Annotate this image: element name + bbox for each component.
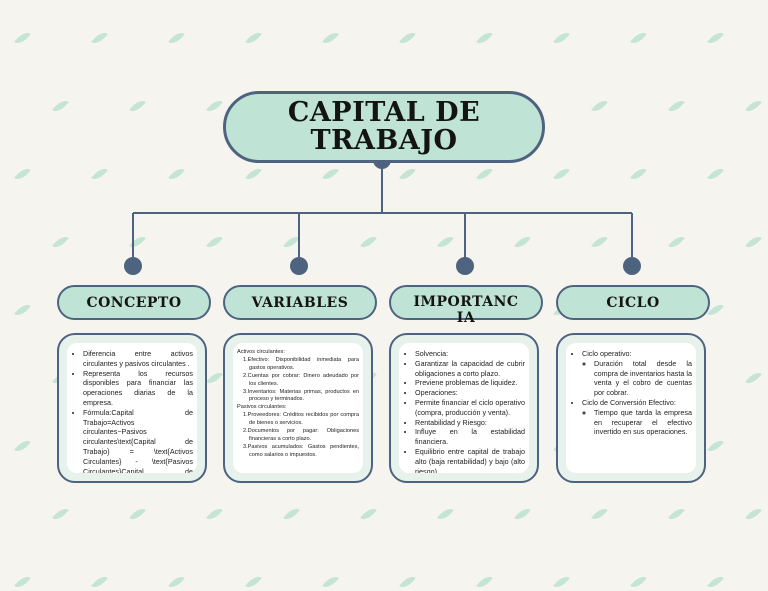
connector-node-importancia (456, 257, 474, 275)
ciclo-subitem: Tiempo que tarda la empresa en recuperar… (594, 408, 692, 437)
variables-item: 2.Cuentas por cobrar: Dinero adeudado po… (243, 372, 359, 387)
ciclo-item: Ciclo operativo: Duración total desde la… (582, 349, 692, 398)
title-node: CAPITAL DE TRABAJO (223, 91, 545, 163)
ciclo-list: Ciclo operativo: Duración total desde la… (570, 349, 692, 437)
panel-variables: Activos circulantes: 1.Efectivo: Disponi… (223, 333, 373, 483)
concepto-bullet: Fórmula:Capital de Trabajo=Activos circu… (83, 408, 193, 473)
header-concepto: CONCEPTO (57, 285, 211, 320)
variables-item: 1.Efectivo: Disponibilidad inmediata par… (243, 356, 359, 371)
ciclo-item-label: Ciclo operativo: (582, 349, 632, 358)
header-ciclo: CICLO (556, 285, 710, 320)
ciclo-subitem: Duración total desde la compra de invent… (594, 359, 692, 398)
panel-variables-content: Activos circulantes: 1.Efectivo: Disponi… (233, 343, 363, 473)
concepto-bullet: Representa los recursos disponibles para… (83, 369, 193, 408)
importancia-bullet: Permite financiar el ciclo operativo (co… (415, 398, 525, 418)
header-importancia-label: IMPORTANCIA (413, 293, 519, 326)
header-concepto-label: CONCEPTO (86, 294, 182, 311)
header-variables-label: VARIABLES (251, 294, 349, 311)
importancia-list: Solvencia: Garantizar la capacidad de cu… (403, 349, 525, 473)
panel-ciclo: Ciclo operativo: Duración total desde la… (556, 333, 706, 483)
panel-concepto: Diferencia entre activos circulantes y p… (57, 333, 207, 483)
concepto-list: Diferencia entre activos circulantes y p… (71, 349, 193, 473)
importancia-bullet: Solvencia: (415, 349, 525, 359)
connector-node-ciclo (623, 257, 641, 275)
connector-node-variables (290, 257, 308, 275)
variables-item: 2.Documentos por pagar: Obligaciones fin… (243, 428, 359, 442)
diagram-title: CAPITAL DE TRABAJO (287, 97, 481, 156)
panel-importancia: Solvencia: Garantizar la capacidad de cu… (389, 333, 539, 483)
variables-item: 3.Inventarios: Materias primas, producto… (243, 388, 359, 403)
importancia-bullet: Previene problemas de liquidez. (415, 378, 525, 388)
importancia-bullet: Influye en la estabilidad financiera. (415, 427, 525, 447)
header-variables: VARIABLES (223, 285, 377, 320)
header-importancia: IMPORTANCIA (389, 285, 543, 326)
importancia-bullet: Operaciones: (415, 388, 525, 398)
variables-group-title: Pasivos circulantes: (237, 404, 287, 411)
variables-item: 3.Pasivos acumulados: Gastos pendientes,… (243, 443, 359, 458)
variables-group-title: Activos circulantes: (237, 349, 285, 355)
panel-concepto-content: Diferencia entre activos circulantes y p… (67, 343, 197, 473)
importancia-bullet: Rentabilidad y Riesgo: (415, 418, 525, 428)
variables-item: 1.Proveedores: Créditos recibidos por co… (243, 412, 359, 427)
connector-lines (124, 151, 641, 275)
ciclo-item-label: Ciclo de Conversión Efectivo: (582, 397, 676, 407)
header-ciclo-label: CICLO (606, 294, 660, 311)
ciclo-item: Ciclo de Conversión Efectivo: Tiempo que… (582, 398, 692, 437)
panel-importancia-content: Solvencia: Garantizar la capacidad de cu… (399, 343, 529, 473)
connector-node-concepto (124, 257, 142, 275)
panel-ciclo-content: Ciclo operativo: Duración total desde la… (566, 343, 696, 473)
concepto-bullet: Diferencia entre activos circulantes y p… (83, 349, 193, 369)
importancia-bullet: Garantizar la capacidad de cubrir obliga… (415, 359, 525, 379)
importancia-bullet: Equilibrio entre capital de trabajo alto… (415, 447, 525, 473)
